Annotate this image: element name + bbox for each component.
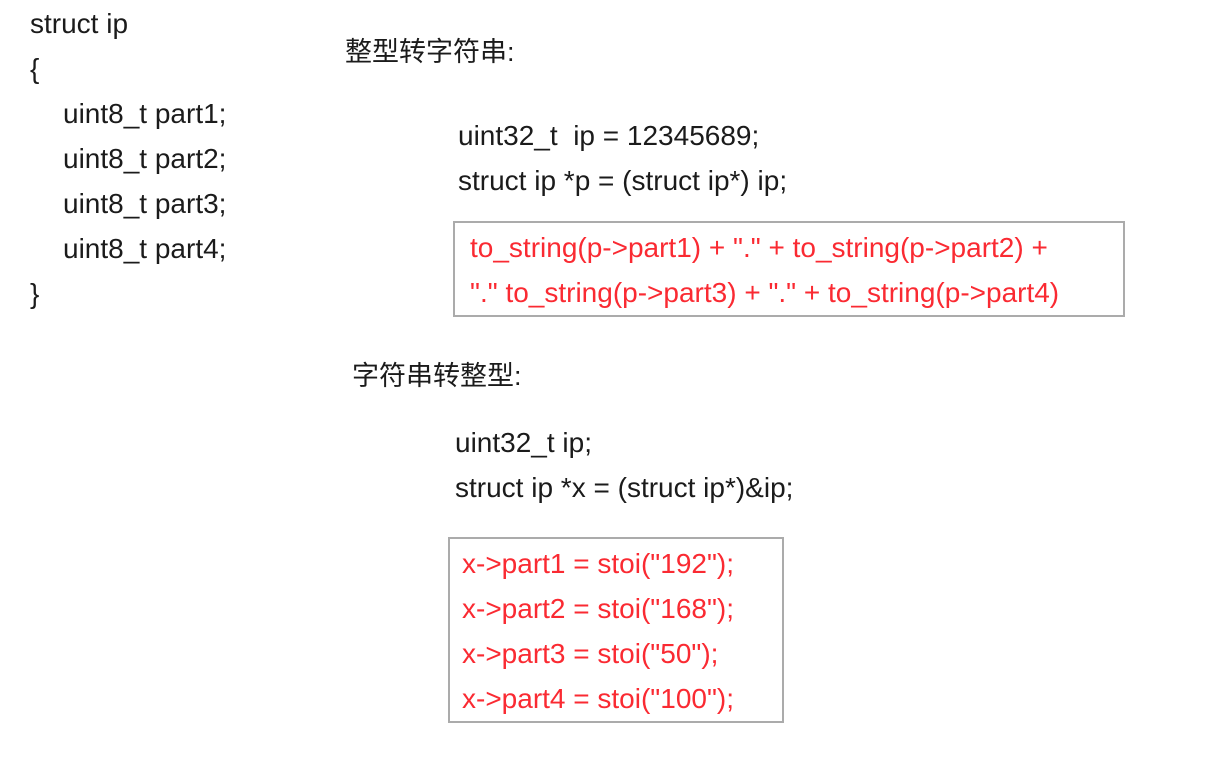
string-to-int-heading: 字符串转整型: (352, 361, 522, 391)
int-to-string-code-line-2: struct ip *p = (struct ip*) ip; (458, 165, 788, 196)
int-to-string-code: uint32_t ip = 12345689; struct ip *p = (… (458, 113, 787, 203)
struct-keyword-line: struct ip (30, 8, 129, 39)
struct-open-brace: { (30, 53, 40, 84)
int-to-string-result-box: to_string(p->part1) + "." + to_string(p-… (453, 221, 1125, 317)
string-to-int-boxed-line-1: x->part1 = stoi("192"); (462, 548, 735, 579)
struct-member-part4: uint8_t part4; (63, 233, 227, 264)
int-to-string-boxed-line-1: to_string(p->part1) + "." + to_string(p-… (470, 232, 1048, 263)
struct-member-part1: uint8_t part1; (63, 98, 227, 129)
int-to-string-heading: 整型转字符串: (345, 37, 515, 67)
string-to-int-code-line-2: struct ip *x = (struct ip*)&ip; (455, 472, 794, 503)
int-to-string-boxed-line-2: "." to_string(p->part3) + "." + to_strin… (470, 277, 1060, 308)
string-to-int-boxed-line-2: x->part2 = stoi("168"); (462, 593, 735, 624)
struct-ip-definition: struct ip { uint8_t part1; uint8_t part2… (30, 1, 226, 316)
int-to-string-code-line-1: uint32_t ip = 12345689; (458, 120, 760, 151)
string-to-int-result-box: x->part1 = stoi("192"); x->part2 = stoi(… (448, 537, 784, 723)
string-to-int-boxed-line-3: x->part3 = stoi("50"); (462, 638, 719, 669)
string-to-int-code-line-1: uint32_t ip; (455, 427, 592, 458)
struct-member-part2: uint8_t part2; (63, 143, 227, 174)
struct-member-part3: uint8_t part3; (63, 188, 227, 219)
struct-close-brace: } (30, 278, 40, 309)
string-to-int-code: uint32_t ip; struct ip *x = (struct ip*)… (455, 420, 793, 510)
string-to-int-boxed-line-4: x->part4 = stoi("100"); (462, 683, 735, 714)
